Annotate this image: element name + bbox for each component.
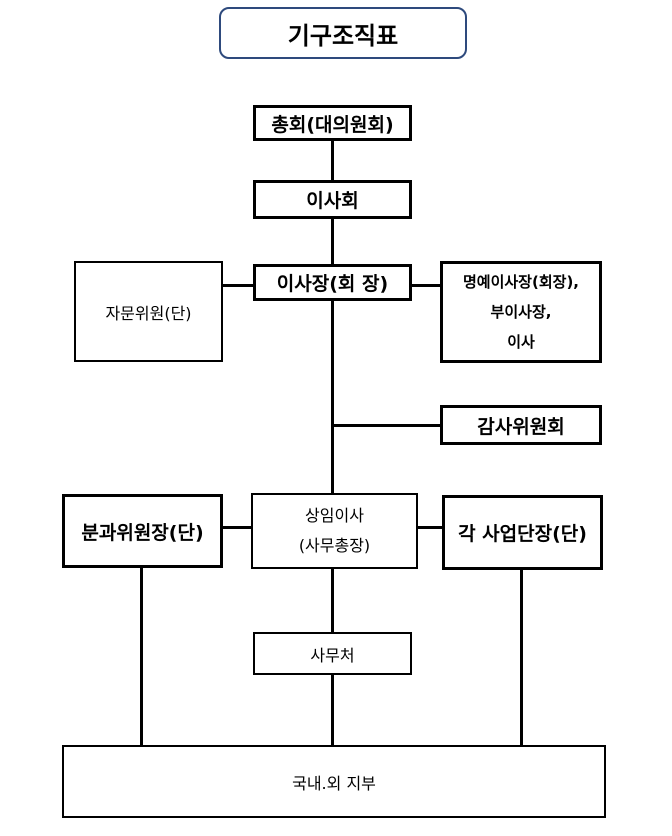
general-assembly-box: 총회(대의원회) bbox=[253, 105, 412, 141]
honorary-label-2: 부이사장, bbox=[490, 303, 552, 321]
honorary-label-3: 이사 bbox=[507, 333, 535, 351]
chart-title: 기구조직표 bbox=[219, 7, 467, 59]
secretariat-box: 사무처 bbox=[253, 632, 412, 675]
connector-advisory bbox=[221, 284, 253, 287]
advisory-box: 자문위원(단) bbox=[74, 261, 223, 362]
chairman-label: 이사장(회 장) bbox=[276, 273, 389, 295]
board-box: 이사회 bbox=[253, 180, 412, 219]
standing-director-box: 상임이사 (사무총장) bbox=[251, 493, 418, 569]
subcommittee-label: 분과위원장(단) bbox=[81, 521, 204, 544]
connector-business-branches bbox=[520, 568, 523, 748]
branches-box: 국내.외 지부 bbox=[62, 745, 606, 818]
secretariat-label: 사무처 bbox=[310, 645, 355, 665]
business-heads-label: 각 사업단장(단) bbox=[458, 523, 587, 545]
subcommittee-box: 분과위원장(단) bbox=[62, 494, 223, 568]
connector-subcommittee-branches bbox=[140, 566, 143, 748]
honorary-box: 명예이사장(회장), 부이사장, 이사 bbox=[440, 261, 602, 363]
board-label: 이사회 bbox=[306, 190, 359, 212]
business-heads-box: 각 사업단장(단) bbox=[442, 495, 603, 570]
general-assembly-label: 총회(대의원회) bbox=[271, 113, 394, 136]
chairman-box: 이사장(회 장) bbox=[253, 264, 412, 301]
standing-director-label-1: 상임이사 bbox=[305, 506, 364, 525]
audit-box: 감사위원회 bbox=[440, 405, 602, 445]
branches-label: 국내.외 지부 bbox=[292, 773, 376, 793]
connector-business-heads bbox=[415, 526, 443, 529]
connector-honorary bbox=[412, 284, 442, 287]
connector-trunk bbox=[331, 138, 334, 748]
connector-audit bbox=[332, 424, 442, 427]
connector-subcommittee bbox=[221, 526, 253, 529]
advisory-label: 자문위원(단) bbox=[105, 303, 192, 323]
standing-director-label-2: (사무총장) bbox=[298, 536, 371, 555]
audit-label: 감사위원회 bbox=[477, 415, 565, 438]
honorary-label-1: 명예이사장(회장), bbox=[462, 273, 579, 291]
